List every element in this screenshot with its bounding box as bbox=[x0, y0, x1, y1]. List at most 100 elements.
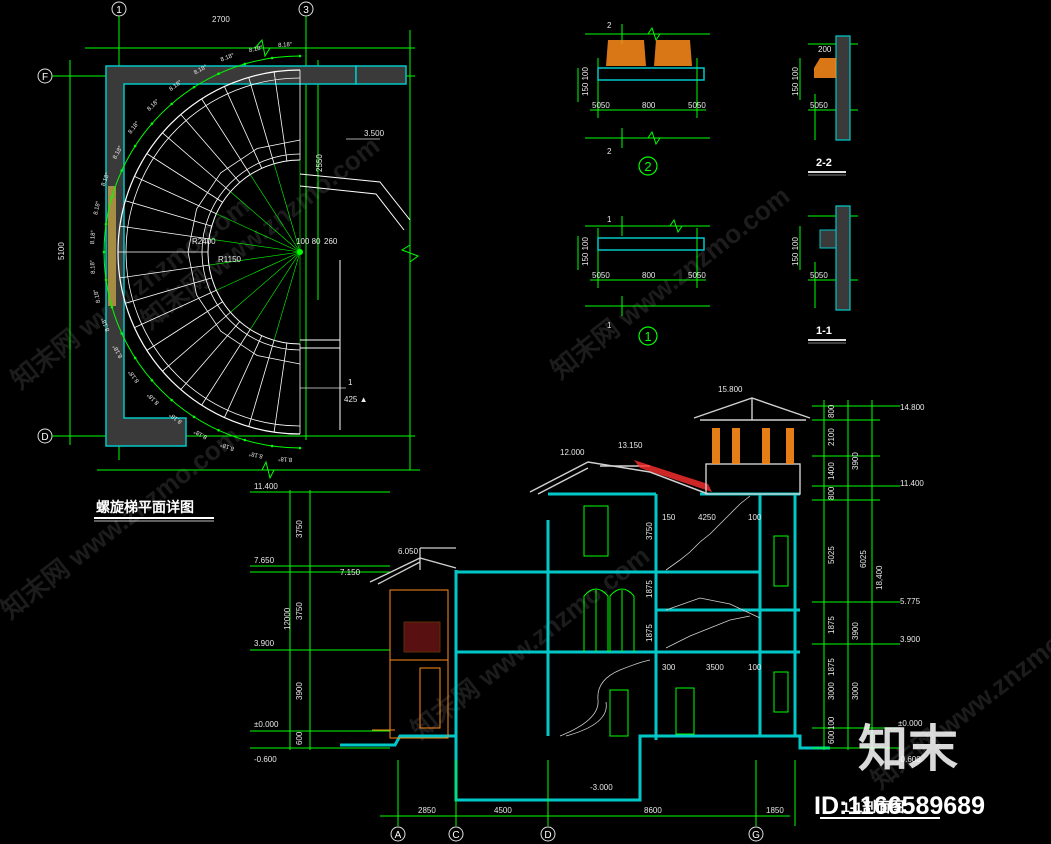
profile-section-1-1: 150 100 5050 1-1 bbox=[791, 205, 858, 344]
level-mark: 7.650 bbox=[254, 556, 275, 565]
radial-guide bbox=[230, 251, 301, 313]
cut-mark: 1 bbox=[348, 378, 353, 387]
stair-tread bbox=[248, 77, 275, 164]
center-post bbox=[297, 249, 303, 255]
step-angle-label: 8.18° bbox=[193, 427, 209, 439]
step-angle-label: 8.18° bbox=[277, 455, 292, 462]
dimension-text: 150 bbox=[662, 513, 676, 522]
dimension-text: 3900 bbox=[295, 682, 304, 700]
watermark-text: 知末网 www.znzmo.com bbox=[135, 130, 385, 334]
dimension-text: 2850 bbox=[418, 806, 436, 815]
radial-guide bbox=[208, 251, 301, 266]
dimension-text: 1850 bbox=[766, 806, 784, 815]
axis-bubble bbox=[390, 826, 406, 842]
dimension-text: 3000 bbox=[851, 682, 860, 700]
step-angle-label: 8.18° bbox=[248, 450, 264, 459]
arc-tick bbox=[133, 356, 137, 360]
arc-tick bbox=[110, 195, 114, 199]
radial-guide bbox=[216, 251, 301, 291]
axis-label: 3 bbox=[303, 5, 309, 16]
left-wing bbox=[372, 589, 449, 739]
detail-index-number: 1 bbox=[644, 329, 651, 344]
stair-tread bbox=[180, 321, 241, 390]
dimension-text: 800 bbox=[827, 404, 836, 418]
dimension-text: 5050 bbox=[810, 271, 828, 280]
arc-tick bbox=[120, 169, 124, 172]
axis-label: A bbox=[395, 830, 402, 841]
step-angle-label: 8.18° bbox=[90, 259, 97, 274]
dimension-text: 1875 bbox=[827, 616, 836, 634]
stair-tread bbox=[273, 71, 288, 161]
axis-bubble bbox=[540, 826, 556, 842]
stair-tread bbox=[248, 340, 275, 427]
tower bbox=[693, 397, 811, 495]
section-title: 2-2 bbox=[816, 157, 832, 169]
radius-label: R1150 bbox=[218, 255, 242, 264]
level-mark: -3.000 bbox=[590, 783, 613, 792]
level-mark: 11.400 bbox=[900, 479, 924, 488]
dimension-text: 150 100 bbox=[791, 237, 800, 266]
stair-tread bbox=[146, 301, 223, 351]
dimension-text: 8600 bbox=[644, 806, 662, 815]
dimension-text: 3750 bbox=[645, 522, 654, 540]
baluster-detail-1: 1 1 5050 800 5050 150 100 1 bbox=[577, 215, 710, 346]
left-wing-roof bbox=[369, 547, 457, 585]
stair-tread bbox=[162, 132, 231, 193]
radial-guide bbox=[230, 191, 301, 253]
dimension-text: 5050 bbox=[688, 101, 706, 110]
interior-stairs bbox=[559, 495, 761, 737]
watermark-layer: 知末网 www.znzmo.com 知末网 www.znzmo.com 知末网 … bbox=[0, 130, 1051, 794]
arc-tick bbox=[150, 122, 154, 125]
axis-label: D bbox=[41, 432, 48, 443]
arc-tick bbox=[102, 250, 106, 254]
level-mark: 3.900 bbox=[900, 635, 921, 644]
bottom-dimension-chain bbox=[380, 760, 796, 826]
dimension-text: 5050 bbox=[592, 101, 610, 110]
level-mark: ±0.000 bbox=[254, 720, 279, 729]
axis-label: F bbox=[42, 72, 48, 83]
dimension-text: 100 bbox=[748, 663, 762, 672]
center-dimension: 100 80 bbox=[296, 237, 321, 246]
dimension-text: 200 bbox=[818, 45, 832, 54]
level-mark: 5.775 bbox=[900, 597, 921, 606]
axis-bubble bbox=[448, 826, 464, 842]
dimension-text: 3900 bbox=[851, 452, 860, 470]
stair-inner-edge bbox=[207, 159, 301, 345]
level-mark: 13.150 bbox=[618, 441, 643, 450]
section-mark: 2 bbox=[607, 21, 612, 30]
dimension-text: 5100 bbox=[57, 242, 66, 260]
profile-section-2-2: 200 150 100 5050 2-2 bbox=[791, 35, 858, 176]
level-mark: 15.800 bbox=[718, 385, 743, 394]
stair-tread bbox=[201, 329, 251, 406]
stair-tread bbox=[224, 335, 263, 418]
arc-tick bbox=[170, 398, 173, 402]
step-angle-label: 8.18° bbox=[248, 45, 264, 54]
stair-tread bbox=[125, 277, 212, 304]
stair-tread bbox=[180, 114, 241, 183]
section-title: 1-1剖面图 bbox=[842, 799, 904, 815]
radius-label: R2400 bbox=[192, 237, 216, 246]
dimension-text: 1875 bbox=[645, 580, 654, 598]
step-angle-label: 8.18° bbox=[101, 171, 112, 187]
dimension-text: 3900 bbox=[851, 622, 860, 640]
stair-tread bbox=[134, 289, 217, 328]
tower-columns bbox=[712, 428, 794, 464]
dimension-text: 5025 bbox=[827, 546, 836, 564]
detail-index-number: 2 bbox=[644, 159, 651, 174]
step-angle-label: 8.18° bbox=[146, 391, 161, 406]
slope-note: 425 ▲ bbox=[344, 395, 368, 404]
dimension-text: 3500 bbox=[706, 663, 724, 672]
right-dimension-chain bbox=[812, 400, 900, 750]
level-note: 3.500 bbox=[364, 129, 385, 138]
step-angle-label: 8.18° bbox=[90, 229, 97, 244]
step-angle-label: 8.18° bbox=[93, 288, 102, 304]
landing-flight bbox=[299, 173, 411, 430]
dimension-text: 5050 bbox=[592, 271, 610, 280]
dimension-text: 5050 bbox=[810, 101, 828, 110]
axis-label: D bbox=[544, 830, 551, 841]
dimension-text: 3750 bbox=[295, 520, 304, 538]
step-angle-label: 8.18° bbox=[278, 42, 293, 49]
dimension-text: 150 100 bbox=[581, 67, 590, 96]
dimension-text: 3750 bbox=[295, 602, 304, 620]
